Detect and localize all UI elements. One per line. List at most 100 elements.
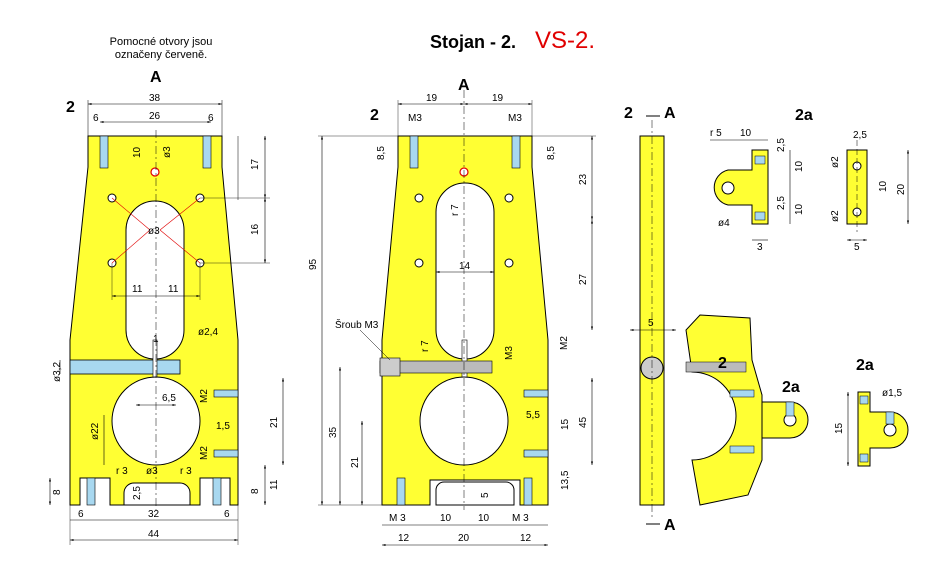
dimension-label: 15 bbox=[834, 422, 845, 434]
dimension-label: 1 bbox=[153, 334, 159, 345]
dimension-label: 2,5 bbox=[776, 196, 787, 210]
dimension-label: 19 bbox=[492, 93, 504, 104]
dimension-label: 8,5 bbox=[546, 146, 557, 160]
dimension-label: Šroub M3 bbox=[335, 318, 379, 331]
part-label-2a-top: 2a bbox=[795, 107, 813, 124]
dimension-label: r 3 bbox=[116, 466, 128, 477]
dimension-label: r 5 bbox=[710, 128, 722, 139]
dimension-label: 2,5 bbox=[776, 138, 787, 152]
assembly-part-body bbox=[685, 314, 763, 506]
part-label-2a-assembly: 2a bbox=[782, 379, 800, 396]
dimension-label: 15 bbox=[560, 418, 571, 430]
dimension-label: 6,5 bbox=[162, 393, 176, 404]
dimension-label: ø4 bbox=[718, 218, 730, 229]
dimension-label: 3 bbox=[757, 242, 763, 253]
view-label-A-side-bottom: A bbox=[664, 517, 676, 534]
part-2a-top: 2a r 5 10 2,5 10 2,5 10 ø4 3 2,5 ø2 bbox=[710, 107, 910, 253]
dimension-label: 5 bbox=[648, 318, 654, 329]
dimension-label: 11 bbox=[132, 284, 143, 295]
dimension-label: M2 bbox=[559, 336, 570, 350]
part-2a-bottom: 2a ø1,5 15 bbox=[834, 357, 909, 467]
dimension-label: r 3 bbox=[180, 466, 192, 477]
dimension-label: M2 bbox=[199, 389, 210, 403]
part-label-2-left: 2 bbox=[66, 99, 75, 116]
dimension-label: 10 bbox=[794, 160, 805, 172]
dimension-label: r 7 bbox=[450, 204, 461, 216]
dimension-label: 44 bbox=[148, 529, 160, 540]
dimension-label: 16 bbox=[250, 223, 261, 235]
dimension-label: M3 bbox=[408, 113, 422, 124]
dimension-label: 23 bbox=[578, 173, 589, 185]
dimension-label: 19 bbox=[426, 93, 438, 104]
dimension-label: 2,5 bbox=[132, 486, 143, 500]
dimension-label: 6 bbox=[224, 509, 230, 520]
view-label-A-left: A bbox=[150, 69, 162, 86]
drawing-title: Stojan - 2. bbox=[430, 32, 517, 52]
dimension-label: 6 bbox=[93, 113, 99, 124]
dimension-label: 35 bbox=[328, 426, 339, 438]
left-slot bbox=[125, 200, 185, 360]
dimension-label: 32 bbox=[148, 509, 160, 520]
drawing-code: VS-2. bbox=[535, 27, 596, 54]
dimension-label: 11 bbox=[168, 284, 179, 295]
dimension-label: 8 bbox=[52, 489, 63, 495]
dimension-label: 17 bbox=[250, 158, 261, 170]
dimension-label: ø3 bbox=[162, 146, 173, 158]
dimension-label: 95 bbox=[308, 258, 319, 270]
left-side-screw bbox=[69, 359, 181, 375]
dimension-label: 5,5 bbox=[526, 410, 540, 421]
assembly-detail: 2 2a bbox=[685, 314, 809, 506]
dimension-label: 20 bbox=[896, 183, 907, 195]
dimension-label: 11 bbox=[269, 479, 280, 490]
dimension-label: 10 bbox=[794, 203, 805, 215]
dimension-label: 13,5 bbox=[560, 470, 571, 490]
dimension-label: 38 bbox=[149, 93, 161, 104]
dimension-label: 8 bbox=[250, 488, 261, 494]
part-label-2a-bottom: 2a bbox=[856, 357, 874, 374]
side-view: 2 A A 5 bbox=[624, 105, 676, 534]
dimension-label: M3 bbox=[504, 346, 515, 360]
bracket-2a-side bbox=[713, 149, 769, 225]
dimension-label: ø1,5 bbox=[882, 388, 902, 399]
middle-view: A 2 bbox=[308, 77, 596, 547]
dimension-label: 6 bbox=[208, 113, 214, 124]
note-line-1: Pomocné otvory jsou bbox=[109, 36, 213, 48]
dimension-label: 6 bbox=[78, 509, 84, 520]
dimension-label: 10 bbox=[132, 146, 143, 158]
dimension-label: 26 bbox=[149, 111, 161, 122]
dimension-label: 27 bbox=[578, 273, 589, 285]
dimension-label: 8,5 bbox=[376, 146, 387, 160]
dimension-label: M2 bbox=[199, 446, 210, 460]
part-label-2-side: 2 bbox=[624, 105, 633, 122]
dimension-label: M 3 bbox=[389, 513, 406, 524]
dimension-label: ø3,2 bbox=[52, 362, 63, 382]
dimension-label: ø3 bbox=[146, 466, 158, 477]
dimension-label: M3 bbox=[508, 113, 522, 124]
dimension-label: ø2 bbox=[830, 210, 841, 222]
dimension-label: ø3 bbox=[148, 226, 160, 237]
dimension-label: 20 bbox=[458, 533, 470, 544]
dimension-label: 10 bbox=[740, 128, 752, 139]
dimension-label: 12 bbox=[520, 533, 532, 544]
dimension-label: 5 bbox=[854, 242, 860, 253]
dimension-label: ø2 bbox=[830, 156, 841, 168]
dimension-label: ø22 bbox=[90, 422, 101, 440]
dimension-label: 10 bbox=[478, 513, 490, 524]
view-label-A-middle: A bbox=[458, 77, 470, 94]
dimension-label: 10 bbox=[878, 180, 889, 192]
dimension-label: 21 bbox=[350, 456, 361, 468]
part-label-2-middle: 2 bbox=[370, 107, 379, 124]
note-line-2: označeny červeně. bbox=[114, 49, 208, 61]
dimension-label: 12 bbox=[398, 533, 410, 544]
left-view: A 2 bbox=[48, 69, 285, 545]
dimension-label: 45 bbox=[578, 416, 589, 428]
view-label-A-side-top: A bbox=[664, 105, 676, 122]
dimension-label: 1,5 bbox=[216, 421, 230, 432]
dimension-label: ø2,4 bbox=[198, 327, 218, 338]
dimension-label: 5 bbox=[480, 492, 491, 498]
dimension-label: 10 bbox=[440, 513, 452, 524]
left-slit bbox=[152, 339, 158, 381]
note-text: Pomocné otvory jsou označeny červeně. bbox=[96, 36, 226, 62]
